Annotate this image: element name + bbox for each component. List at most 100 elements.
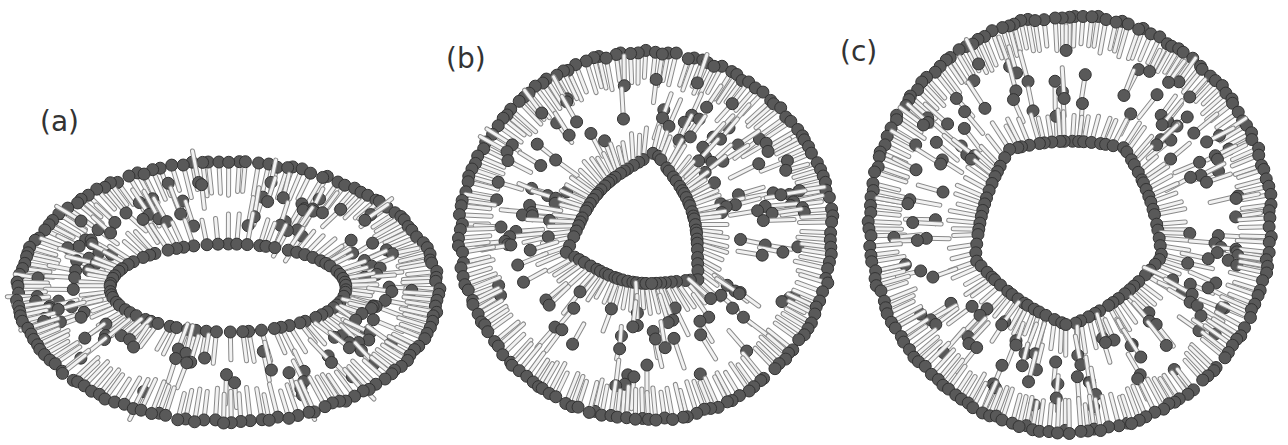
lipid-head — [177, 159, 189, 171]
lipid-molecule — [550, 154, 577, 176]
lipid-head — [917, 119, 929, 131]
lipid-head — [502, 155, 514, 167]
lipid-head — [617, 113, 629, 125]
lipid-head — [335, 203, 347, 215]
lipid-head — [197, 156, 209, 168]
lipid-head — [682, 53, 694, 65]
lipid-head — [979, 102, 991, 114]
lipid-head — [359, 214, 371, 226]
lipid-molecules — [7, 10, 1277, 439]
lipid-molecule — [239, 156, 251, 192]
lipid-head — [345, 234, 357, 246]
lipid-head — [780, 164, 792, 176]
lipid-head — [1060, 44, 1072, 56]
lipid-molecule — [1049, 12, 1061, 50]
lipid-head — [950, 92, 962, 104]
lipid-head — [1029, 15, 1041, 27]
lipid-head — [138, 168, 150, 180]
lipid-head — [1058, 92, 1070, 104]
lipid-head — [708, 60, 720, 72]
lipid-molecule — [920, 232, 949, 244]
lipid-molecule — [223, 156, 235, 195]
lipid-head — [1181, 111, 1193, 123]
lipid-head — [535, 160, 547, 172]
lipid-head — [317, 171, 329, 183]
lipid-head — [536, 107, 548, 119]
lipid-head — [600, 52, 612, 64]
lipid-head — [1165, 153, 1177, 165]
lipid-head — [75, 215, 87, 227]
lipid-head — [701, 101, 713, 113]
lipid-head — [937, 186, 949, 198]
lipid-head — [1007, 94, 1019, 106]
lipid-head — [1151, 89, 1163, 101]
lipid-head — [911, 234, 923, 246]
lipid-head — [1184, 91, 1196, 103]
lipid-molecule — [918, 185, 949, 198]
lipid-head — [1107, 140, 1119, 152]
lipid-head — [684, 131, 696, 143]
lipid-head — [571, 116, 583, 128]
lipid-molecule — [650, 73, 662, 102]
lipid-head — [656, 48, 668, 60]
lipid-head — [223, 156, 235, 168]
lipid-head — [1076, 97, 1088, 109]
lipid-head — [316, 207, 328, 219]
lipid-head — [1144, 65, 1156, 77]
lipid-head — [762, 145, 774, 157]
lipid-head — [123, 170, 135, 182]
lipid-head — [826, 216, 838, 228]
lipid-head — [367, 237, 379, 249]
lipid-head — [550, 154, 562, 166]
lipid-head — [907, 217, 919, 229]
lipid-molecule — [617, 89, 629, 126]
lipid-head — [282, 162, 294, 174]
lipid-head — [663, 120, 675, 132]
lipid-head — [930, 136, 942, 148]
lipid-head — [1049, 12, 1061, 24]
lipid-head — [1156, 119, 1168, 131]
lipid-head — [1185, 171, 1197, 183]
lipid-head — [735, 233, 747, 245]
lipid-head — [823, 191, 835, 203]
lipid-molecule — [1027, 88, 1039, 117]
lipid-head — [1118, 89, 1130, 101]
lipid-head — [869, 166, 881, 178]
lipid-head — [1200, 176, 1212, 188]
lipid-head — [137, 213, 149, 225]
lipid-head — [239, 156, 251, 168]
lipid-head — [935, 158, 947, 170]
lipid-head — [563, 129, 575, 141]
lipid-head — [1086, 11, 1098, 23]
lipid-head — [305, 167, 317, 179]
lipid-head — [166, 159, 178, 171]
lipid-head — [726, 98, 738, 110]
lipid-head — [753, 158, 765, 170]
lipid-head — [1049, 75, 1061, 87]
lipid-head — [1163, 76, 1175, 88]
lipid-head — [670, 47, 682, 59]
lipid-molecule — [968, 82, 991, 114]
lipid-head — [196, 179, 208, 191]
lipid-head — [910, 164, 922, 176]
lipid-head — [942, 118, 954, 130]
lipid-molecule — [730, 158, 764, 178]
lipid-head — [495, 221, 507, 233]
lipid-head — [775, 189, 787, 201]
lipid-head — [1201, 136, 1213, 148]
lipid-head — [531, 138, 543, 150]
lipid-head — [691, 77, 703, 89]
lipid-head — [973, 58, 985, 70]
lipid-head — [1230, 192, 1242, 204]
lipid-head — [650, 73, 662, 85]
lipid-head — [585, 127, 597, 139]
lipid-head — [120, 207, 132, 219]
lipid-head — [1079, 69, 1091, 81]
lipid-head — [1110, 16, 1122, 28]
lipid-head — [959, 106, 971, 118]
lipid-head — [757, 215, 769, 227]
lipid-head — [902, 198, 914, 210]
lipid-head — [492, 176, 504, 188]
